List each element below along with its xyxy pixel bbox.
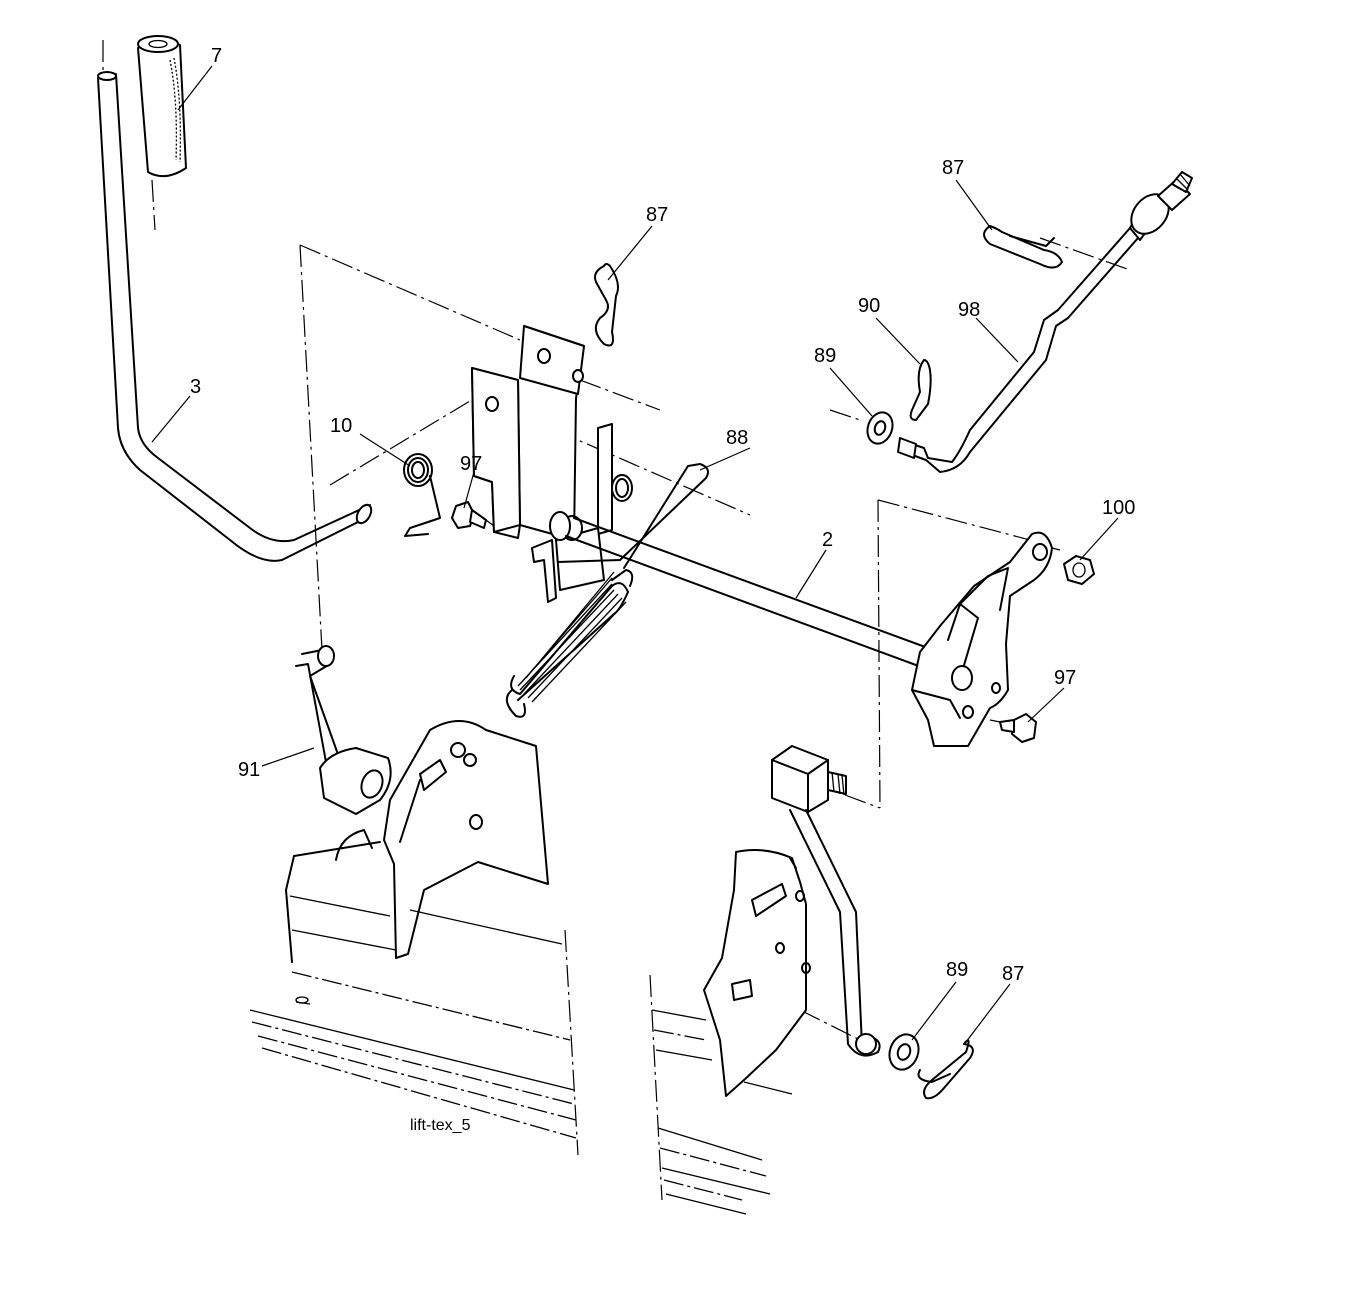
lift-mounting-bracket: [471, 325, 633, 603]
right-deck-hanger-bracket: [703, 849, 811, 1097]
left-deck-housing: [249, 841, 577, 1139]
callout-97-lower: 97: [1054, 667, 1076, 689]
lift-cross-shaft: [549, 511, 937, 675]
left-deck-hanger-bracket: [383, 720, 549, 959]
diagram-caption: lift-tex_5: [410, 1117, 471, 1134]
right-lift-link: [771, 745, 881, 1057]
callout-97-upper: 97: [460, 453, 482, 475]
hair-pin-clip-upper: [594, 263, 619, 347]
callout-7: 7: [211, 45, 222, 67]
callout-91: 91: [238, 759, 260, 781]
torsion-spring: [403, 453, 441, 537]
callouts: 7 3 10 97 87 88 87 90 98 89 100 2 97 91 …: [190, 45, 1135, 985]
height-adjust-rod: [897, 171, 1193, 473]
flat-washer-lower: [888, 1033, 920, 1071]
callout-87-upper: 87: [646, 204, 668, 226]
flat-washer-upper: [866, 411, 894, 445]
callout-90: 90: [858, 295, 880, 317]
callout-87-right: 87: [942, 157, 964, 179]
shoulder-bolt-upper: [451, 501, 495, 529]
hair-pin-clip-lower: [917, 1039, 974, 1100]
cotter-pin: [909, 359, 932, 421]
callout-2: 2: [822, 529, 833, 551]
spring-coils: [505, 569, 634, 718]
right-lift-arm: [911, 531, 1053, 747]
callout-3: 3: [190, 376, 201, 398]
hex-nut: [1063, 555, 1095, 585]
callout-100: 100: [1102, 497, 1135, 519]
callout-89-upper: 89: [814, 345, 836, 367]
callout-88: 88: [726, 427, 748, 449]
callout-87-lower: 87: [1002, 963, 1024, 985]
callout-98: 98: [958, 299, 980, 321]
hair-pin-clip-right: [983, 225, 1063, 269]
leader-lines: [151, 65, 1119, 1043]
alignment-lines: [102, 40, 1131, 1201]
extension-spring: [505, 463, 709, 718]
handle-grip: [137, 35, 187, 178]
lift-lever-rod: [97, 71, 373, 562]
right-deck-housing: [651, 1009, 793, 1215]
shoulder-bolt-lower: [989, 713, 1037, 743]
callout-89-lower: 89: [946, 959, 968, 981]
callout-10: 10: [330, 415, 352, 437]
